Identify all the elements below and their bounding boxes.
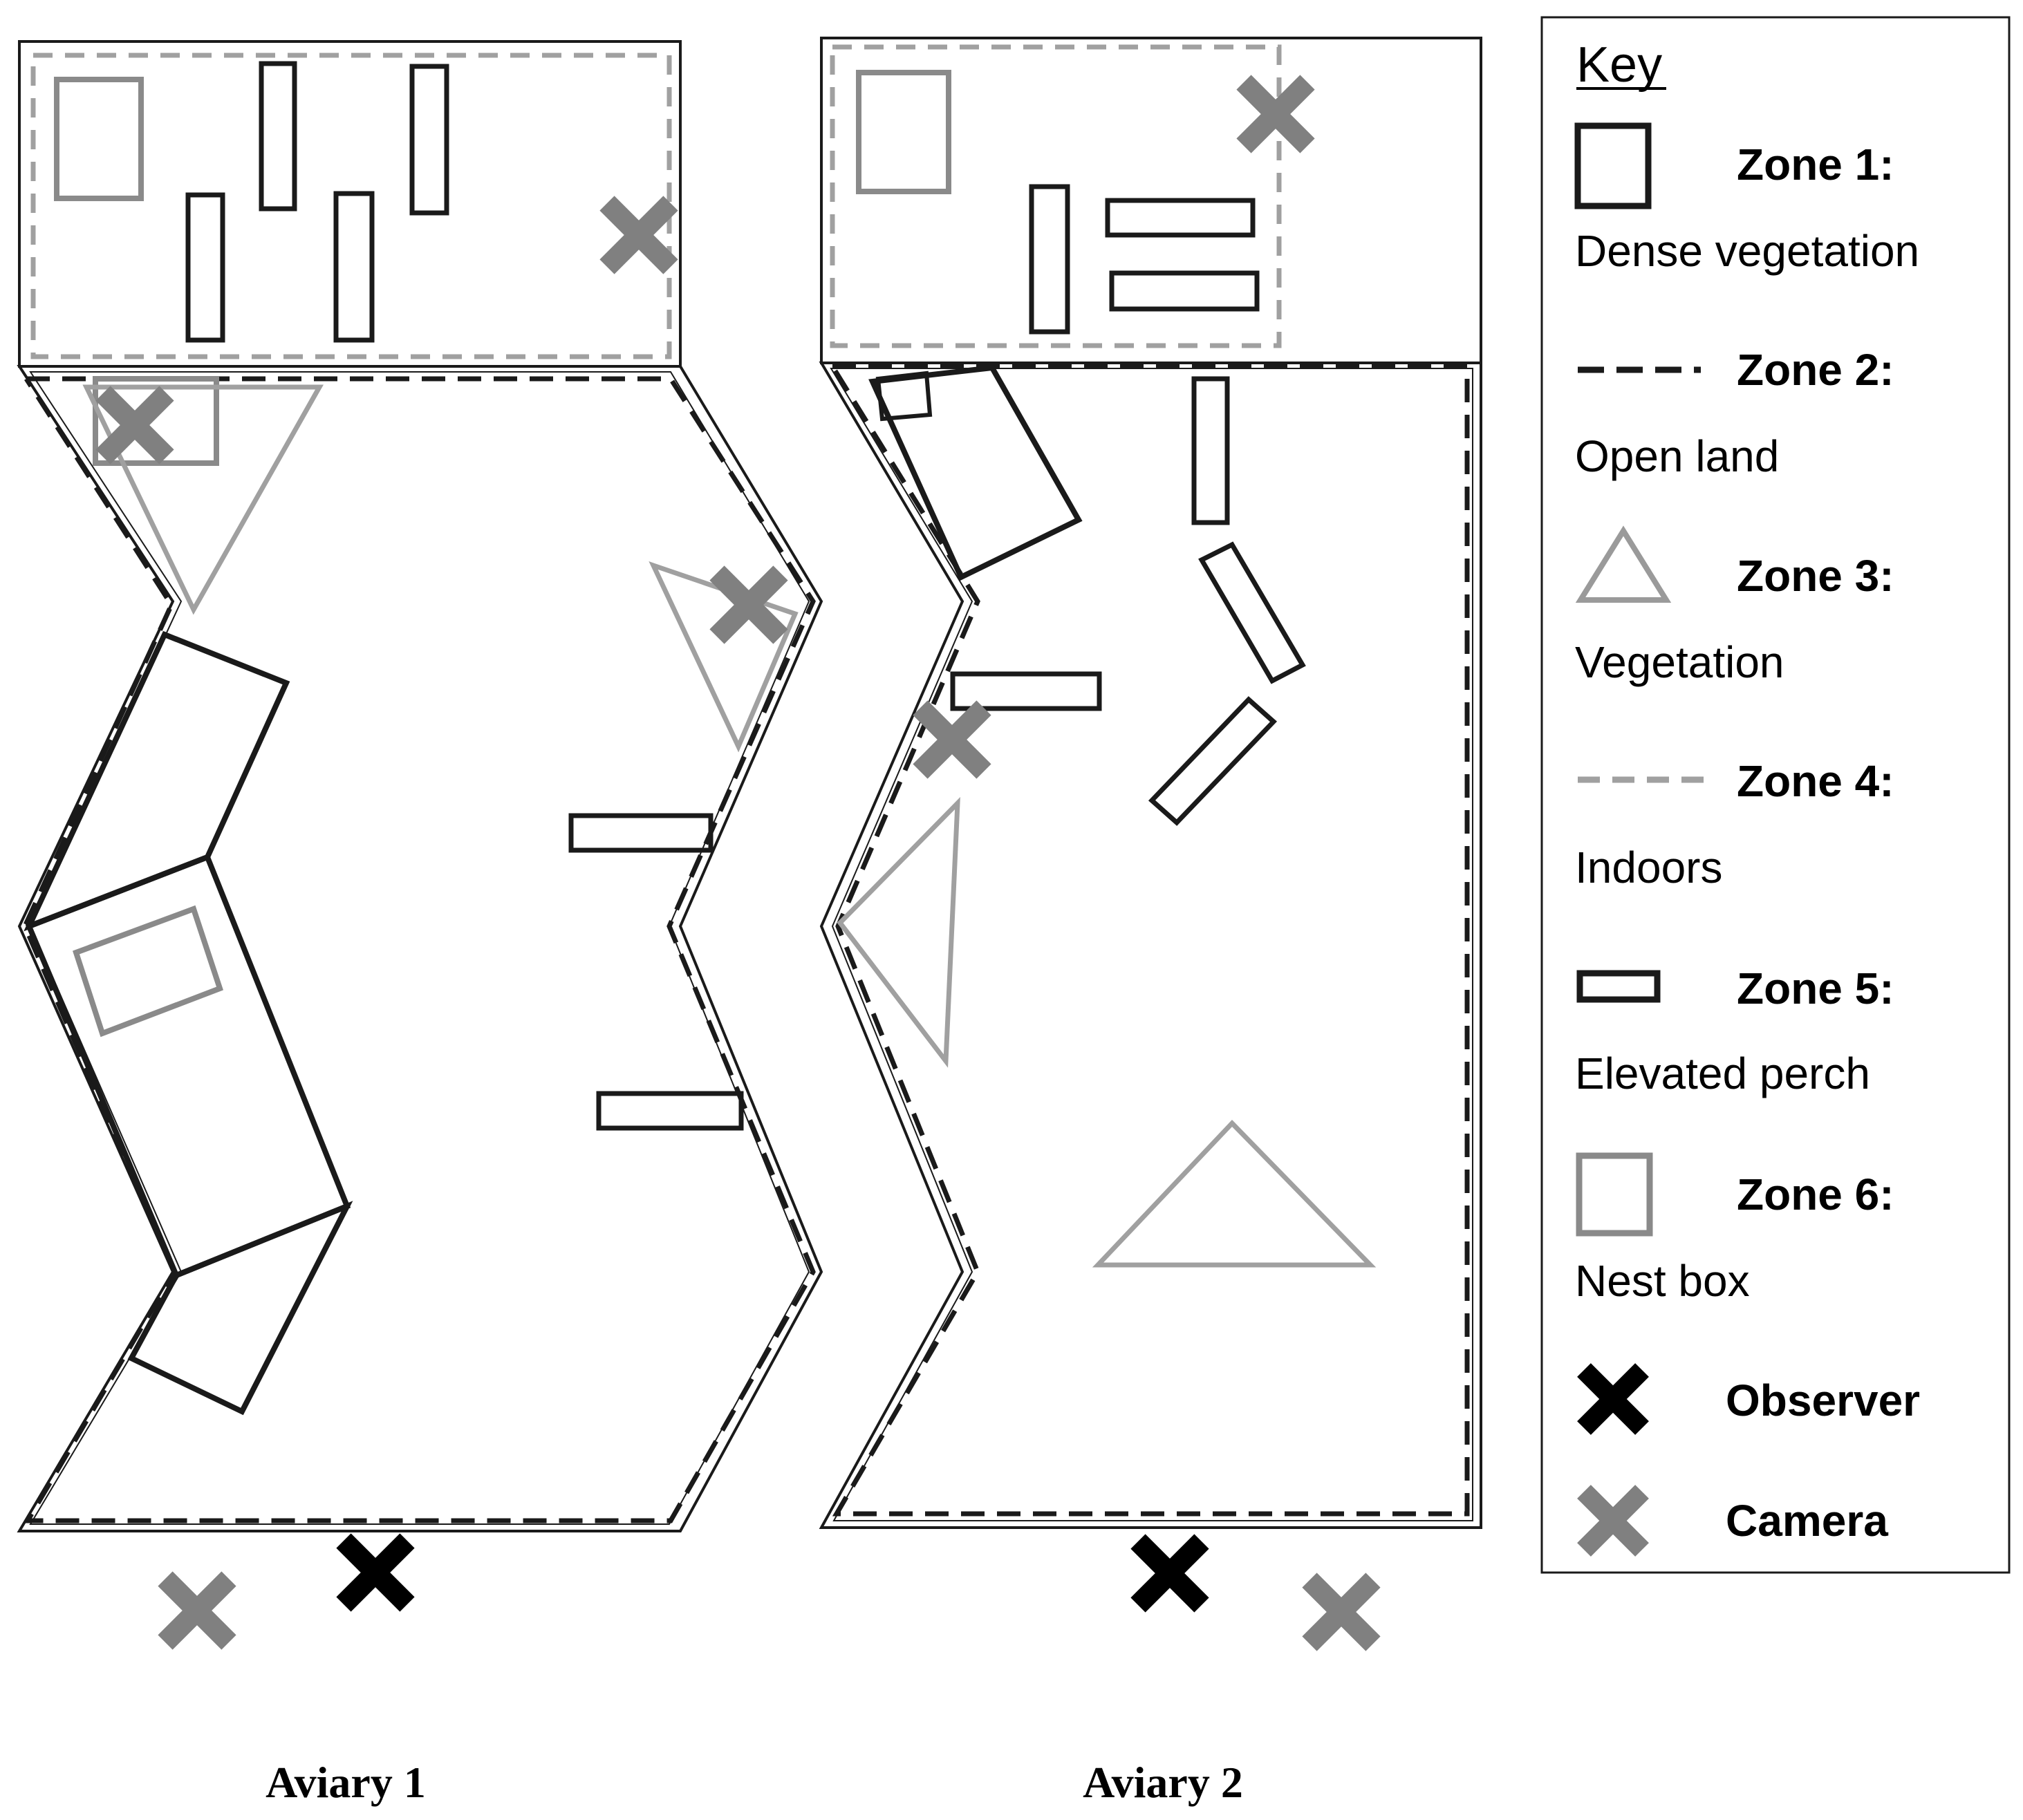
aviary-1-indoor-room: [18, 40, 682, 368]
legend-zone-6-name: Zone 6:: [1737, 1170, 1894, 1219]
aviary-2-perch: [1148, 696, 1278, 826]
x-grey-icon: [1577, 1485, 1649, 1557]
aviary-2-vegetation-triangle: [1092, 1119, 1377, 1268]
legend-zone-3-name: Zone 3:: [1737, 551, 1894, 601]
aviary-1-camera-outside: [158, 1571, 236, 1650]
aviary-2-camera-left: [913, 700, 991, 779]
aviary-1-outdoor-enclosure: [17, 365, 823, 1532]
aviary-1-camera-entrance: [95, 386, 174, 465]
aviary-1-dense-vegetation: [127, 1201, 353, 1416]
legend-zone-5-description: Elevated perch: [1575, 1049, 1870, 1098]
square-grey-icon: [1576, 1152, 1653, 1237]
legend-zone-3-description: Vegetation: [1575, 637, 1784, 687]
aviary-2-perch: [1105, 198, 1256, 238]
square-dark-icon: [1574, 122, 1652, 209]
aviary-2-zone-4-indoors: [830, 44, 1282, 348]
legend-box: [1540, 16, 2011, 1574]
aviary-1-camera-indoor: [599, 196, 678, 274]
legend-zone-4-description: Indoors: [1575, 843, 1722, 892]
legend-zone-2-description: Open land: [1575, 431, 1779, 481]
aviary-1-label: Aviary 1: [265, 1758, 426, 1807]
aviary-2-perch: [1191, 376, 1230, 525]
aviary-2-dense-vegetation: [868, 364, 1083, 581]
aviary-1-perch: [568, 813, 714, 853]
rectangle-dark-icon: [1576, 970, 1661, 1003]
aviary-1-dense-vegetation: [25, 853, 351, 1279]
aviary-2-nest-box: [856, 70, 951, 194]
aviary-1-nest-box: [73, 905, 223, 1038]
legend-camera-label: Camera: [1726, 1496, 1888, 1546]
legend: Key Zone 1: Dense vegetation Zone 2: Ope…: [1540, 16, 2011, 1574]
aviary-2-vegetation-triangle: [837, 797, 960, 1068]
legend-observer-label: Observer: [1726, 1376, 1920, 1425]
aviary-2-perch: [1109, 270, 1260, 312]
aviary-1-observer: [336, 1533, 415, 1612]
aviary-1: Aviary 1: [17, 40, 823, 1807]
aviary-1-zone-2-open-land: [22, 376, 816, 1523]
legend-title: Key: [1576, 37, 1662, 93]
aviary-2-camera-outside: [1302, 1573, 1381, 1651]
aviary-2-outdoor-enclosure-inner-wall: [830, 368, 1473, 1521]
aviary-1-perch: [259, 61, 297, 212]
aviary-2-label: Aviary 2: [1083, 1758, 1243, 1807]
aviary-1-dense-vegetation: [24, 630, 290, 932]
aviary-2-perch: [1029, 184, 1070, 335]
legend-zone-4-name: Zone 4:: [1737, 756, 1894, 806]
aviary-2-zone-2-open-land: [830, 364, 1470, 1517]
aviary-2-perch: [1198, 541, 1306, 684]
aviary-1-camera-right: [709, 565, 788, 644]
aviary-2-outdoor-enclosure: [819, 362, 1482, 1529]
legend-zone-6-description: Nest box: [1575, 1256, 1750, 1306]
triangle-grey-icon: [1575, 525, 1672, 603]
aviary-1-perch: [409, 64, 449, 216]
aviary-1-nest-box: [54, 77, 144, 201]
legend-zone-1-name: Zone 1:: [1737, 140, 1894, 189]
aviary-1-perch: [333, 191, 375, 343]
aviary-1-perch: [185, 192, 225, 343]
legend-zone-2-name: Zone 2:: [1737, 345, 1894, 395]
legend-zone-1-description: Dense vegetation: [1575, 226, 1919, 276]
legend-zone-5-name: Zone 5:: [1737, 964, 1894, 1013]
aviary-2-perch: [950, 671, 1102, 711]
aviary-1-nest-box: [93, 376, 219, 466]
aviary-1-zone-4-indoors: [30, 53, 672, 359]
aviary-2-observer: [1130, 1534, 1209, 1613]
aviary-1-perch: [596, 1091, 744, 1131]
aviary-2-dense-vegetation: [875, 370, 933, 422]
x-black-icon: [1577, 1363, 1649, 1435]
aviary-2-camera-indoor: [1236, 75, 1315, 153]
aviary-1-outdoor-enclosure-inner-wall: [29, 371, 810, 1525]
aviary-2: Aviary 2: [819, 37, 1482, 1807]
aviary-1-vegetation-triangle: [82, 384, 324, 615]
